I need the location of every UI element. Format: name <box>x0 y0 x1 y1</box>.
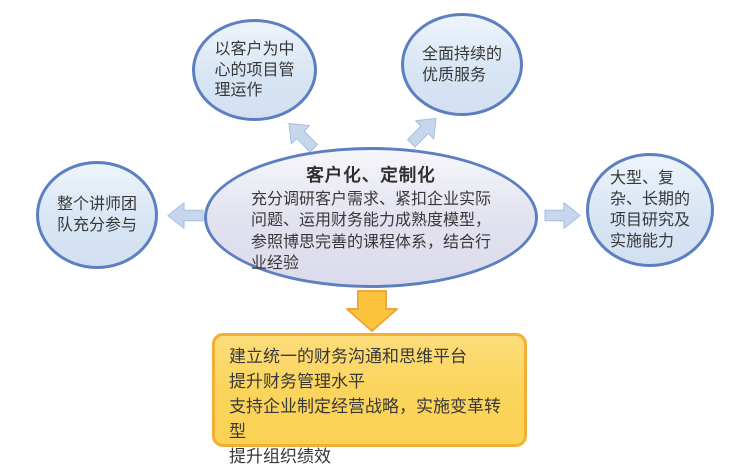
outcome-box: 建立统一的财务沟通和思维平台 提升财务管理水平 支持企业制定经营战略，实施变革转… <box>212 333 527 467</box>
outcome-box-text: 建立统一的财务沟通和思维平台 提升财务管理水平 支持企业制定经营战略，实施变革转… <box>229 347 501 467</box>
node-right: 大型、复 杂、长期的 项目研究及 实施能力 <box>586 153 714 267</box>
arrow-right-icon <box>544 202 581 229</box>
arrow-left-icon <box>167 202 204 229</box>
node-left: 整个讲师团 队充分参与 <box>36 161 158 269</box>
node-top-left-label: 以客户为中 心的项目管 理运作 <box>214 38 295 100</box>
node-center: 客户化、定制化 充分调研客户需求、紧扣企业实际 问题、运用财务能力成熟度模型， … <box>204 147 538 288</box>
arrow-down-icon <box>346 290 398 332</box>
node-top-right-label: 全面持续的 优质服务 <box>421 43 502 84</box>
node-right-label: 大型、复 杂、长期的 项目研究及 实施能力 <box>609 168 690 250</box>
arrow-up-left-icon <box>288 122 318 153</box>
arrow-up-right-icon <box>407 117 437 148</box>
node-top-left: 以客户为中 心的项目管 理运作 <box>192 19 317 121</box>
node-left-label: 整个讲师团 队充分参与 <box>56 194 137 234</box>
node-top-right: 全面持续的 优质服务 <box>401 13 523 116</box>
center-title: 客户化、定制化 <box>306 165 436 186</box>
center-body: 充分调研客户需求、紧扣企业实际 问题、运用财务能力成熟度模型， 参照博思完善的课… <box>250 188 491 272</box>
